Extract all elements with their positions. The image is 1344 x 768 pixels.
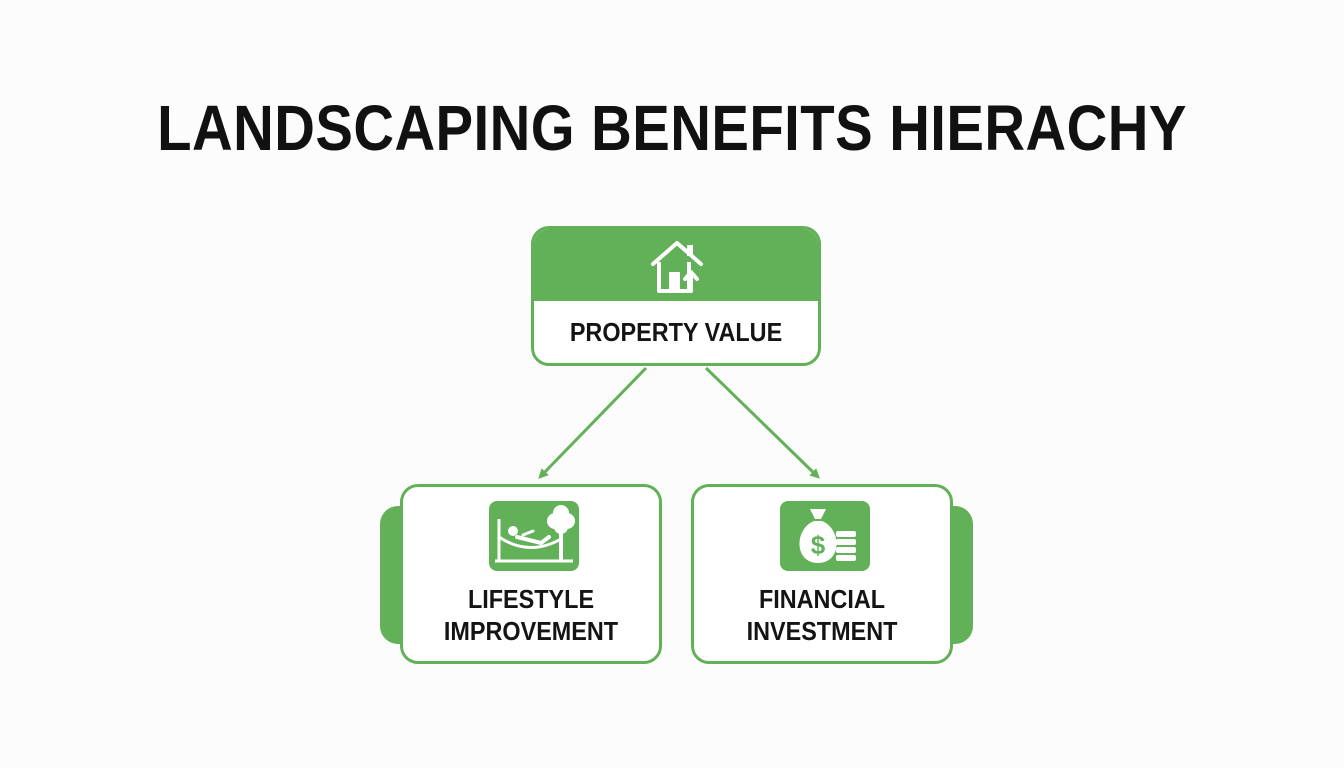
node-label-line: LIFESTYLE	[467, 584, 595, 614]
node-label-line: FINANCIAL	[758, 584, 886, 614]
icon-tile: $	[780, 501, 870, 571]
node-label: PROPERTY VALUE	[569, 316, 783, 347]
node-label-line: INVESTMENT	[746, 616, 898, 646]
node-label: LIFESTYLE IMPROVEMENT	[416, 583, 646, 647]
diagram-title: LANDSCAPING BENEFITS HIERACHY	[157, 92, 1187, 164]
node-label: FINANCIAL INVESTMENT	[707, 583, 937, 647]
node-header-band	[534, 229, 818, 301]
node-property-value: PROPERTY VALUE	[531, 226, 821, 366]
edge-property-to-lifestyle	[538, 366, 648, 479]
money-bag-icon: $	[799, 509, 856, 563]
node-lifestyle-improvement: LIFESTYLE IMPROVEMENT	[400, 484, 662, 664]
svg-text:$: $	[811, 530, 826, 560]
hammock-tree-icon	[495, 505, 575, 563]
edge-property-to-financial	[704, 366, 820, 479]
icon-tile	[489, 501, 579, 571]
node-financial-investment: $ FINANCIAL INVESTMENT	[691, 484, 953, 664]
house-with-up-arrow-icon	[651, 241, 703, 293]
node-label-line: IMPROVEMENT	[443, 616, 619, 646]
